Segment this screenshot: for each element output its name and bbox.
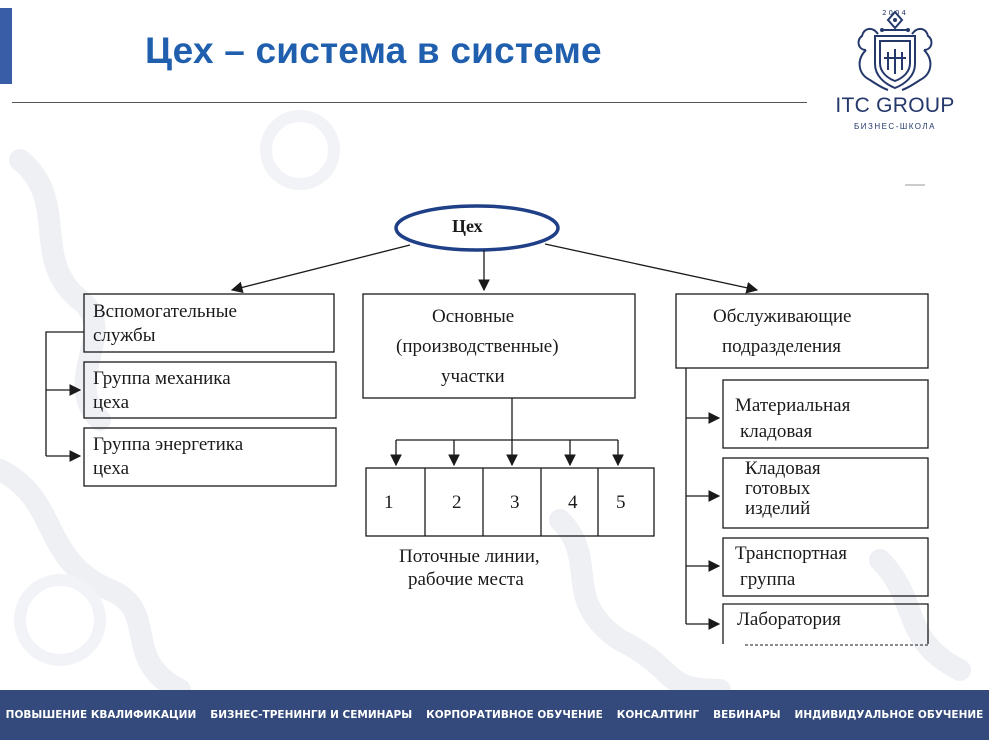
logo-name: ITC GROUP — [835, 94, 955, 117]
left-accent-bar — [0, 8, 12, 84]
svc-child-box-3 — [722, 537, 929, 597]
crest-icon — [857, 10, 933, 91]
svc-child-box-2 — [722, 457, 929, 529]
footer-link-qualification[interactable]: ПОВЫШЕНИЕ КВАЛИФИКАЦИИ — [5, 709, 197, 721]
root-ellipse — [394, 204, 560, 252]
svc-child-3-line-2: группа — [740, 569, 796, 590]
logo-year-arc: 2004 — [882, 9, 908, 17]
background-ornament — [0, 110, 971, 690]
aux-child-1-line-1: Группа механика — [93, 368, 231, 389]
main-caption-line-1: Поточные линии, — [399, 546, 540, 567]
svc-child-4-line-1: Лаборатория — [737, 609, 841, 630]
slide-title: Цех – система в системе — [145, 30, 602, 71]
svc-child-3-line-1: Транспортная — [735, 543, 847, 564]
footer-link-trainings[interactable]: БИЗНЕС-ТРЕНИНГИ И СЕМИНАРЫ — [210, 709, 413, 721]
logo-year: 2004 — [882, 9, 908, 17]
root-label: Цех — [452, 216, 483, 236]
svc-child-2-line-1: Кладовая — [745, 458, 821, 479]
footer-link-individual[interactable]: ИНДИВИДУАЛЬНОЕ ОБУЧЕНИЕ — [794, 709, 984, 721]
aux-child-2-line-2: цеха — [93, 458, 130, 479]
arrow-root-to-auxiliary — [230, 244, 411, 294]
service-title-line-2: подразделения — [722, 336, 841, 357]
itc-group-logo: 2004 ITC GROUP БИЗНЕС-ШКОЛА — [820, 6, 970, 136]
main-title-line-1: Основные — [432, 306, 515, 327]
main-caption-line-2: рабочие места — [408, 569, 524, 590]
svc-child-2-line-3: изделий — [745, 498, 811, 519]
workshop-structure-diagram — [45, 184, 929, 646]
title-divider — [12, 102, 807, 103]
auxiliary-trunk — [45, 331, 84, 456]
svc-child-box-4 — [722, 603, 929, 644]
cell-label-3: 3 — [510, 492, 520, 513]
cell-label-4: 4 — [568, 492, 578, 513]
footer-link-consulting[interactable]: КОНСАЛТИНГ — [616, 709, 700, 721]
aux-child-2-line-1: Группа энергетика — [93, 434, 244, 455]
cells-box — [365, 467, 655, 537]
footer-nav: ПОВЫШЕНИЕ КВАЛИФИКАЦИИ БИЗНЕС-ТРЕНИНГИ И… — [0, 690, 989, 740]
svc-child-1-line-1: Материальная — [735, 395, 851, 416]
arrow-root-to-service — [544, 243, 759, 294]
aux-child-box-1 — [83, 361, 337, 419]
cell-label-5: 5 — [616, 492, 626, 513]
main-box — [362, 293, 636, 399]
aux-child-box-2 — [83, 427, 337, 487]
service-box — [675, 293, 929, 369]
footer-link-webinars[interactable]: ВЕБИНАРЫ — [713, 709, 781, 721]
cell-label-1: 1 — [384, 492, 394, 513]
footer-link-corporate[interactable]: КОРПОРАТИВНОЕ ОБУЧЕНИЕ — [426, 709, 603, 721]
svc-child-box-1 — [722, 379, 929, 449]
main-title-line-3: участки — [441, 366, 505, 387]
main-title-line-2: (производственные) — [396, 336, 559, 357]
cell-label-2: 2 — [452, 492, 462, 513]
logo-subtitle: БИЗНЕС-ШКОЛА — [853, 122, 936, 131]
service-title-line-1: Обслуживающие — [713, 306, 852, 327]
auxiliary-title-line-1: Вспомогательные — [93, 301, 237, 322]
aux-child-1-line-2: цеха — [93, 392, 130, 413]
svc-child-1-line-2: кладовая — [740, 421, 813, 442]
auxiliary-box — [83, 293, 335, 353]
svc-child-2-line-2: готовых — [745, 478, 811, 499]
auxiliary-title-line-2: службы — [93, 325, 156, 346]
